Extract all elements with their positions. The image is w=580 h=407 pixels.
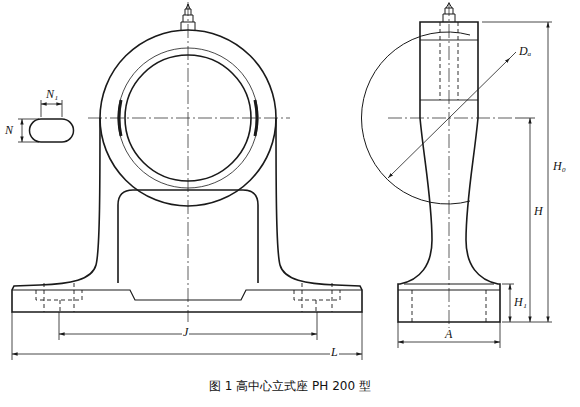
dim-j: J [182, 326, 189, 339]
dim-da: Dₐ [518, 45, 532, 58]
dim-n: N [4, 124, 14, 137]
figure-caption: 图 1 高中心立式座 PH 200 型 [209, 378, 371, 395]
dim-a: A [444, 328, 453, 341]
dim-h: H [533, 205, 544, 218]
dim-h1: H₁ [513, 296, 528, 309]
dim-h0: H₀ [552, 160, 567, 173]
dim-n1: N₁ [45, 88, 59, 101]
dim-l: L [330, 346, 339, 359]
